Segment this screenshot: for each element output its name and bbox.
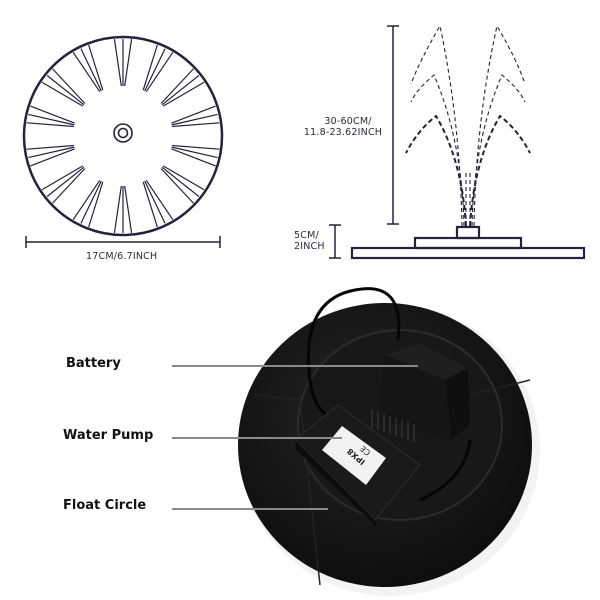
- callout-water-pump: Water Pump: [63, 428, 154, 443]
- spray-height-label: 30-60CM/ 11.8-23.62INCH: [304, 116, 391, 138]
- pump-module: [294, 404, 421, 528]
- nozzle-icon: [113, 123, 133, 143]
- diameter-label: 17CM/6.7INCH: [86, 251, 158, 262]
- spray-height-line2: 11.8-23.62INCH: [303, 127, 383, 138]
- spray-height-line1: 30-60CM/: [324, 116, 372, 127]
- spec-label: [322, 426, 386, 485]
- callout-battery-leader: [172, 365, 418, 367]
- base-height-line2: 2INCH: [294, 241, 325, 252]
- fountain-outer-circle: [22, 35, 224, 237]
- callout-float-circle: Float Circle: [63, 498, 147, 513]
- callout-water-pump-leader: [172, 437, 342, 439]
- callout-battery: Battery: [66, 356, 121, 371]
- nozzle-block: [455, 225, 481, 240]
- callout-float-circle-leader: [172, 508, 328, 510]
- base-height-line1: 5CM/: [294, 230, 319, 241]
- base-height-label: 5CM/ 2INCH: [294, 230, 325, 252]
